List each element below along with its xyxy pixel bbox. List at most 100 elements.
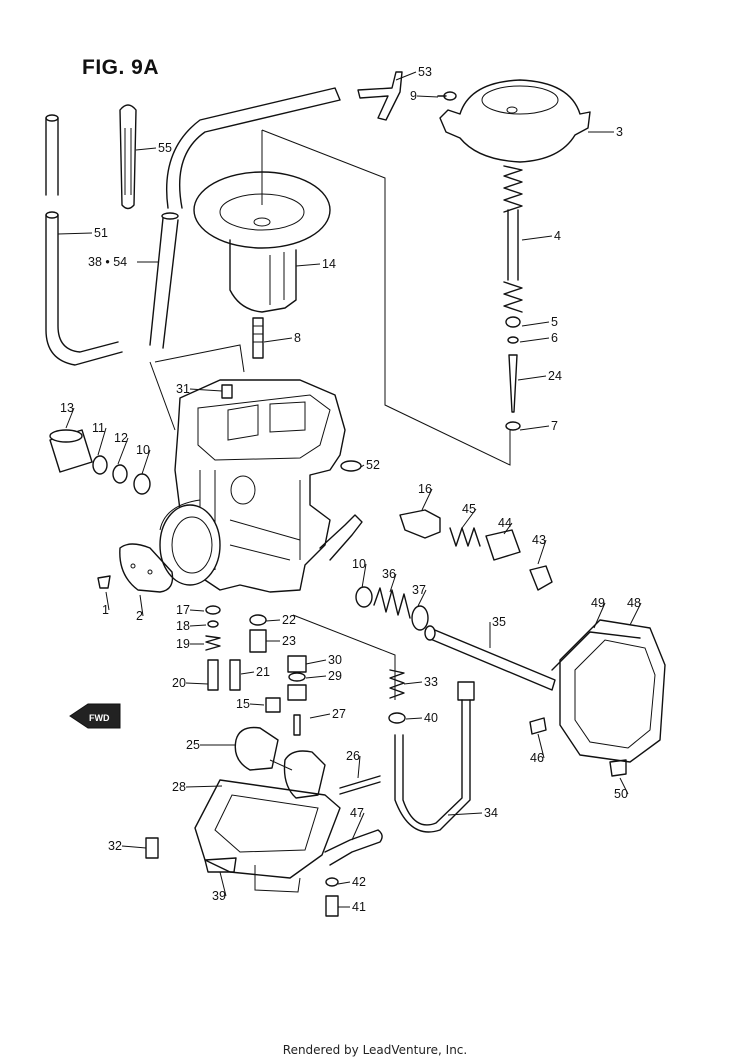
- valve-16: [399, 509, 441, 539]
- callout-29: 29: [328, 669, 342, 683]
- callout-leader: [305, 675, 327, 679]
- callout-leader: [135, 147, 157, 151]
- valve-27: [287, 684, 307, 736]
- callout-23: 23: [282, 634, 296, 648]
- spring-36: [373, 587, 411, 619]
- callout-leader: [519, 337, 550, 343]
- screw-50: [609, 759, 627, 777]
- callout-42: 42: [352, 875, 366, 889]
- ring-18: [207, 620, 219, 628]
- callout-44: 44: [498, 516, 512, 530]
- callout-leader: [105, 591, 110, 611]
- callout-52: 52: [366, 458, 380, 472]
- callout-34: 34: [484, 806, 498, 820]
- callout-27: 27: [332, 707, 346, 721]
- screw-44: [485, 529, 521, 561]
- cable-34: [394, 681, 475, 833]
- callout-leader: [139, 594, 144, 617]
- ring-12: [112, 464, 128, 484]
- plate-2: [119, 543, 174, 593]
- screw-20: [207, 659, 219, 691]
- callout-41: 41: [352, 900, 366, 914]
- jet-23: [249, 629, 267, 653]
- carburetor-body: [159, 379, 363, 593]
- clip-6: [507, 336, 519, 344]
- cap-13: [49, 429, 93, 473]
- callout-leader: [593, 602, 606, 629]
- bolt-31: [221, 384, 233, 399]
- callout-11: 11: [92, 421, 105, 435]
- callout-2: 2: [136, 609, 143, 623]
- callout-leader: [416, 95, 439, 98]
- callout-leader: [219, 871, 227, 897]
- callout-17: 17: [176, 603, 190, 617]
- hose-51: [45, 114, 123, 366]
- callout-39: 39: [212, 889, 226, 903]
- callout-leader: [461, 508, 477, 529]
- fwd-label: FWD: [89, 713, 110, 723]
- screw-41: [325, 895, 339, 917]
- callout-3: 3: [616, 125, 623, 139]
- callout-21: 21: [256, 665, 270, 679]
- float-25: [234, 726, 326, 799]
- callout-40: 40: [424, 711, 438, 725]
- float-bowl-28: [194, 779, 341, 893]
- callout-32: 32: [108, 839, 122, 853]
- top-cover-3: [439, 79, 591, 163]
- callout-leader: [337, 881, 351, 885]
- clip-46: [529, 717, 547, 735]
- callout-leader: [351, 812, 365, 841]
- callout-leader: [395, 71, 417, 81]
- callout-leader: [619, 777, 629, 795]
- callout-8: 8: [294, 331, 301, 345]
- callout-14: 14: [322, 257, 336, 271]
- callout-37: 37: [412, 583, 426, 597]
- callout-9: 9: [410, 89, 417, 103]
- washer-40: [388, 712, 406, 724]
- spring-33: [389, 669, 405, 699]
- callout-51: 51: [94, 226, 108, 240]
- callout-leader: [629, 602, 642, 626]
- bolt-8: [252, 317, 264, 359]
- screw-1: [97, 575, 111, 589]
- cap-43: [529, 565, 553, 591]
- cover-48: [559, 619, 666, 763]
- callout-10: 10: [136, 443, 150, 457]
- callout-leader: [537, 539, 547, 565]
- callout-33: 33: [424, 675, 438, 689]
- callout-25: 25: [186, 738, 200, 752]
- callout-leader: [519, 425, 550, 431]
- callout-22: 22: [282, 613, 296, 627]
- callout-leader: [189, 624, 207, 627]
- callout-leader: [97, 427, 107, 456]
- needle-24: [508, 354, 518, 413]
- washer-42: [325, 877, 339, 887]
- ring-37: [411, 605, 429, 631]
- callout-leader: [517, 375, 547, 381]
- callout-leader: [185, 682, 209, 685]
- callout-leader: [263, 337, 293, 343]
- callout-leader: [361, 563, 367, 589]
- gasket-49: [551, 631, 641, 671]
- ring-11: [92, 455, 108, 475]
- o-ring-52: [340, 460, 362, 472]
- callout-19: 19: [176, 637, 190, 651]
- callout-7: 7: [551, 419, 558, 433]
- callout-46: 46: [530, 751, 544, 765]
- callout-leader: [185, 785, 223, 788]
- callout-leader: [421, 488, 433, 511]
- callout-leader: [503, 522, 513, 535]
- leader-lines: [149, 129, 511, 700]
- callout-leader: [389, 573, 397, 593]
- nut-30: [287, 655, 307, 673]
- callout-leader: [521, 235, 553, 241]
- callout-10: 10: [352, 557, 366, 571]
- ring-17: [205, 605, 221, 615]
- spring-19: [205, 635, 221, 651]
- screw-32: [145, 837, 159, 859]
- bracket-47: [324, 829, 383, 866]
- callout-30: 30: [328, 653, 342, 667]
- callout-leader: [305, 659, 327, 665]
- o-ring-29: [288, 672, 306, 682]
